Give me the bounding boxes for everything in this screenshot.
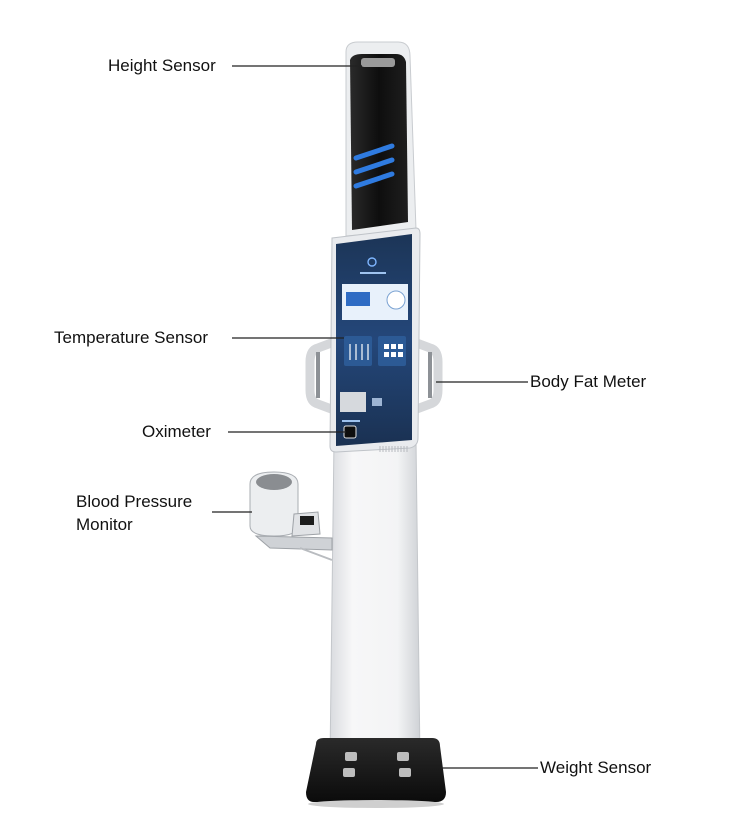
screen-banner-text xyxy=(346,292,370,306)
qr-scanner-icon xyxy=(372,398,382,406)
left-handle xyxy=(305,337,339,415)
oximeter-port-label xyxy=(342,420,360,422)
blood-pressure-label-line2: Monitor xyxy=(76,515,133,534)
height-sensor-window xyxy=(361,58,395,67)
right-handle xyxy=(409,337,443,415)
screen-tile-right xyxy=(378,336,406,366)
bp-shelf xyxy=(254,535,333,551)
bp-shelf-bracket xyxy=(299,547,333,561)
body-fat-meter-label: Body Fat Meter xyxy=(530,372,647,391)
temperature-sensor-label: Temperature Sensor xyxy=(54,328,209,347)
main-column xyxy=(329,439,421,761)
base-feet-shadow xyxy=(308,800,444,808)
height-head-black-panel xyxy=(350,54,408,230)
weight-base xyxy=(306,738,446,802)
bp-monitor-display xyxy=(300,516,314,525)
blood-pressure-label-line1: Blood Pressure xyxy=(76,492,193,511)
speaker-grille xyxy=(379,446,408,452)
bp-cuff-opening xyxy=(256,474,292,490)
printer-slot xyxy=(340,392,366,412)
weight-foot-pads xyxy=(343,752,411,777)
screen-logo-icon xyxy=(367,257,377,267)
doctor-figure-icon xyxy=(386,290,406,310)
weight-sensor-label: Weight Sensor xyxy=(540,758,652,777)
grid-icon xyxy=(384,344,403,357)
bars-icon xyxy=(349,344,369,360)
screen-title-text xyxy=(360,272,386,274)
screen-tile-left xyxy=(344,336,372,366)
height-sensor-label: Height Sensor xyxy=(108,56,216,75)
oximeter-label: Oximeter xyxy=(142,422,211,441)
blue-led-stripes xyxy=(353,143,395,189)
